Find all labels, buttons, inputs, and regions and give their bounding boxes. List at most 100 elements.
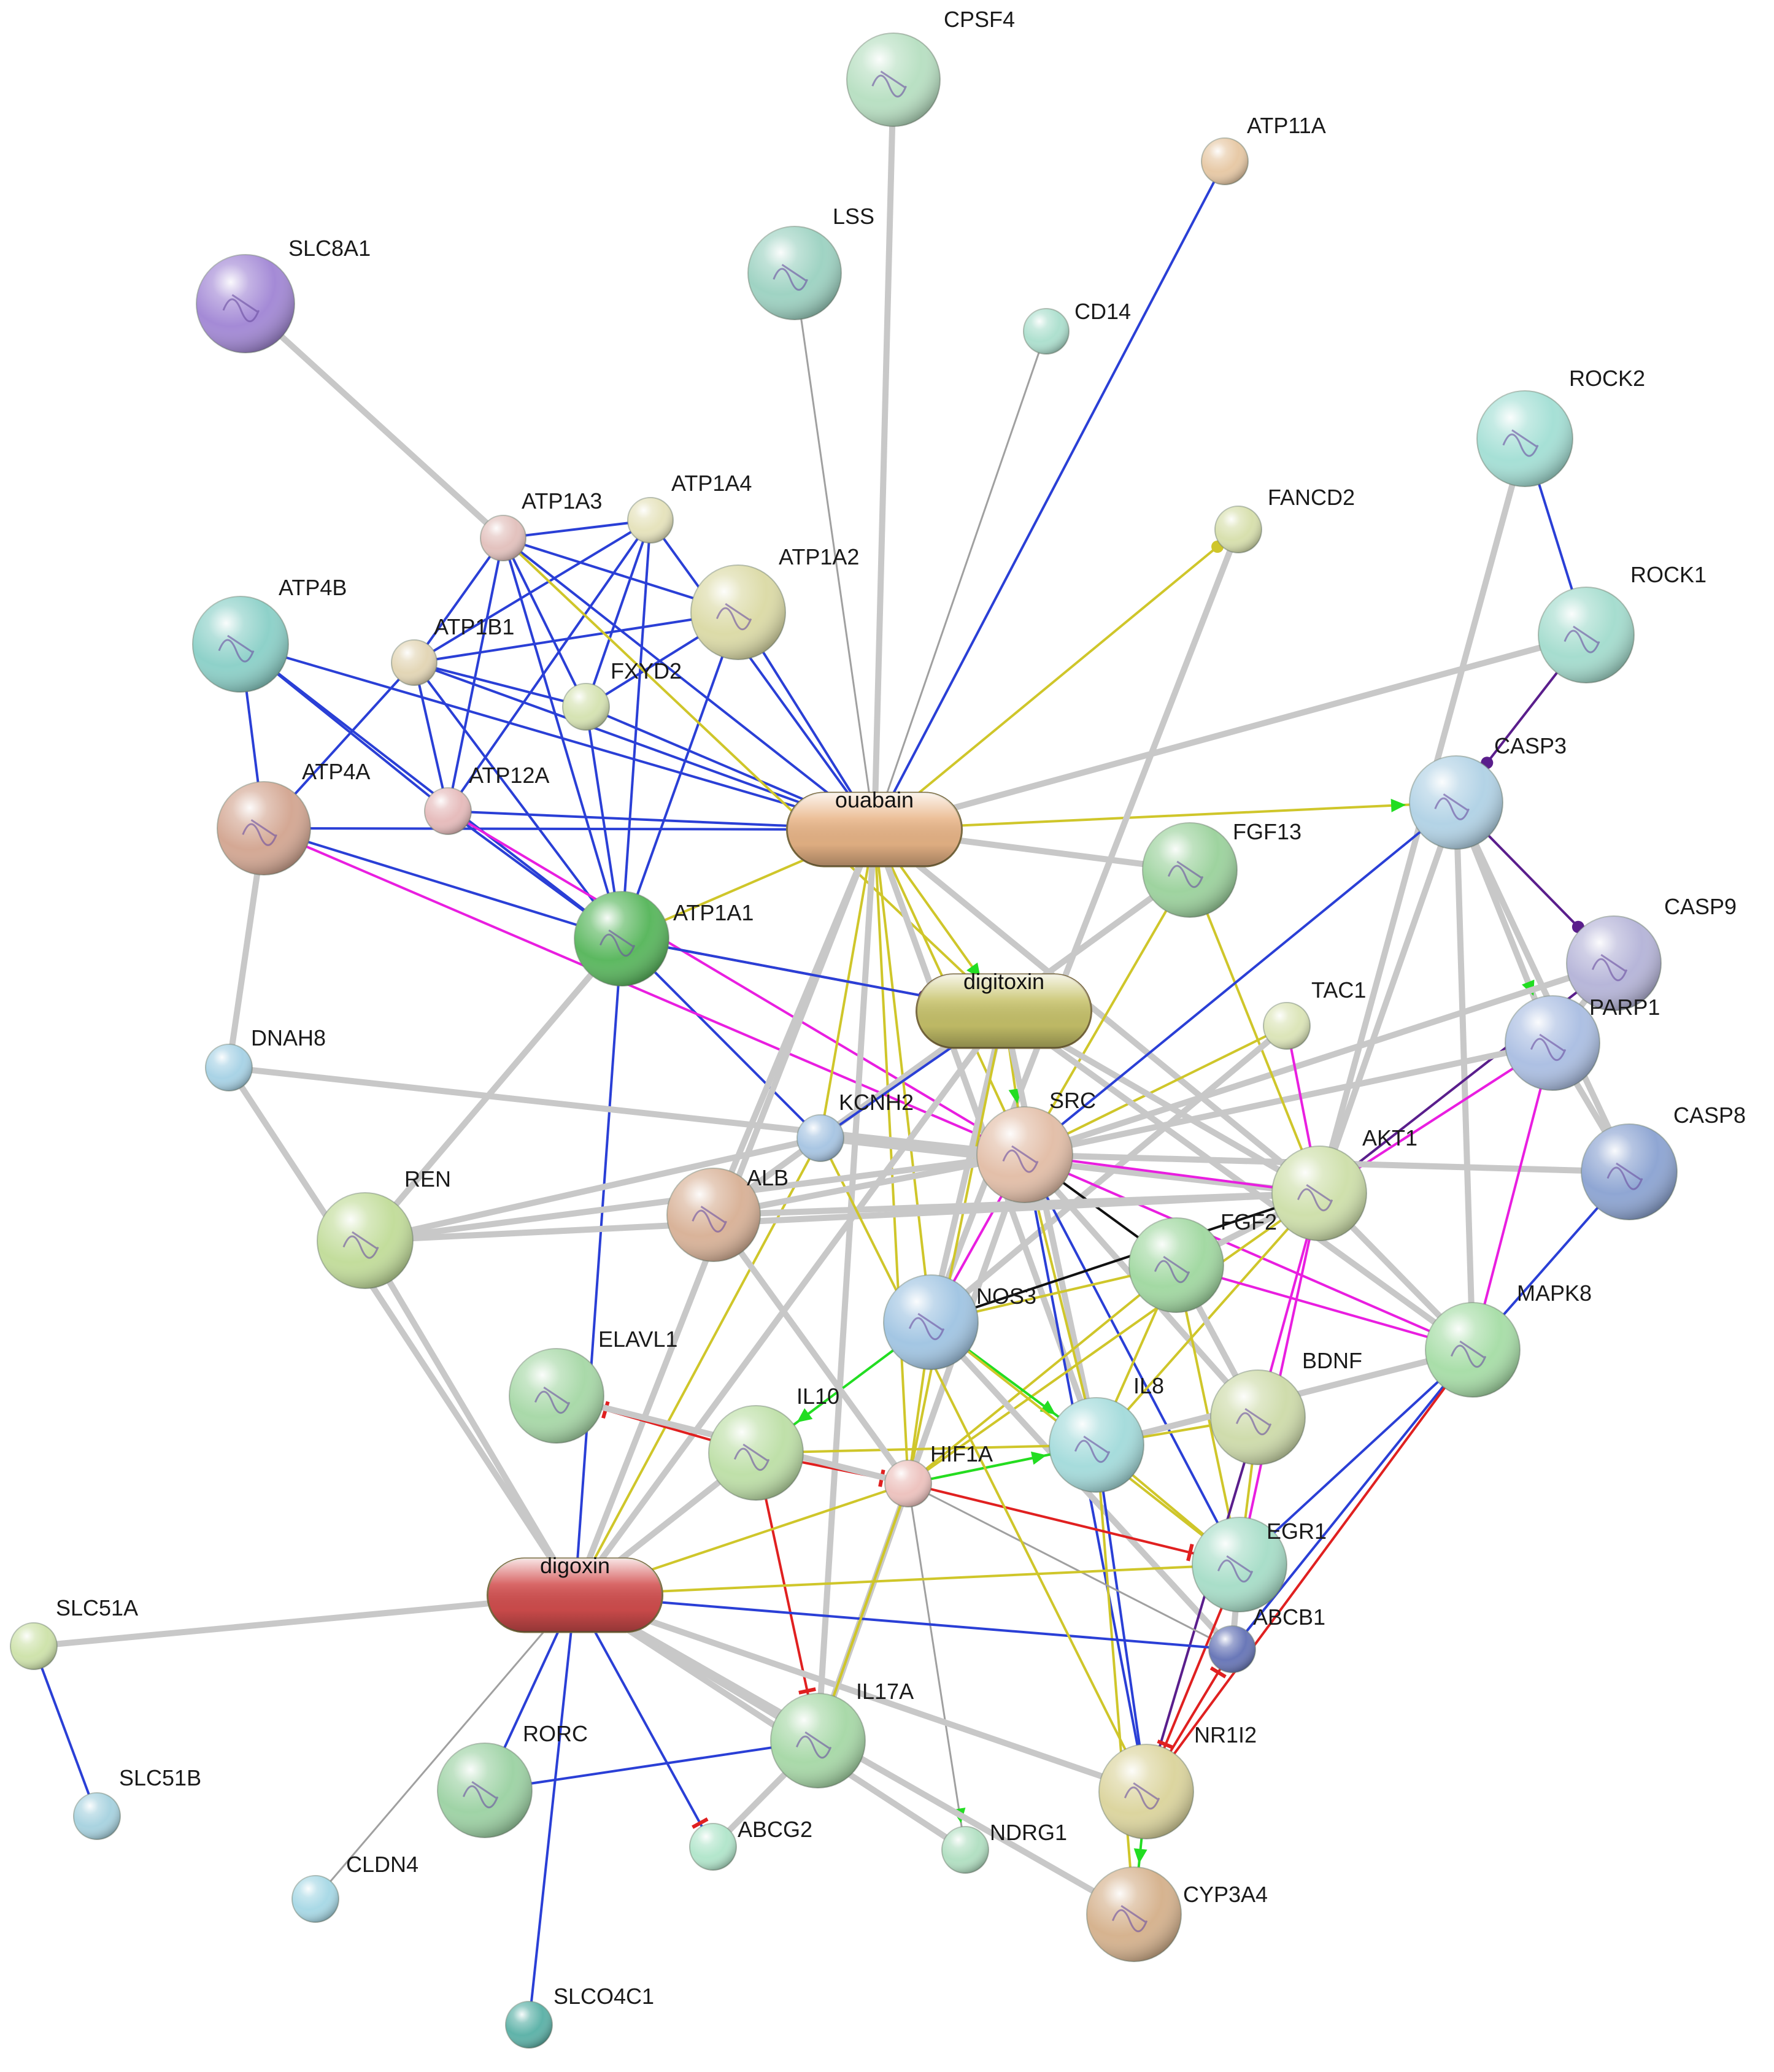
protein-structure-icon bbox=[692, 1206, 727, 1233]
node-cd14[interactable]: CD14 bbox=[1023, 299, 1131, 355]
protein-structure-icon bbox=[1434, 793, 1470, 820]
node-label: CD14 bbox=[1074, 299, 1131, 324]
node-fancd2[interactable]: FANCD2 bbox=[1214, 485, 1355, 553]
edge-ouabain-IL17A bbox=[815, 829, 877, 1741]
node-abcb1[interactable]: ABCB1 bbox=[1208, 1604, 1325, 1673]
protein-structure-icon bbox=[1154, 1255, 1190, 1284]
node-nr1i2[interactable]: NR1I2 bbox=[1098, 1722, 1257, 1839]
edge-IL10-IL8 bbox=[755, 1444, 1097, 1454]
edge-ALB-HIF1A bbox=[711, 1213, 911, 1485]
node-cpsf4[interactable]: CPSF4 bbox=[846, 7, 1015, 127]
edge-HIF1A-NDRG1 bbox=[907, 1483, 966, 1851]
node-ndrg1[interactable]: NDRG1 bbox=[941, 1820, 1067, 1874]
edge-SLC51A-SLC51B bbox=[33, 1646, 98, 1817]
node-label: NDRG1 bbox=[990, 1820, 1067, 1845]
node-gloss bbox=[10, 1623, 57, 1670]
protein-structure-icon bbox=[733, 1443, 770, 1471]
node-fgf13[interactable]: FGF13 bbox=[1142, 819, 1302, 918]
node-slco4c1[interactable]: SLCO4C1 bbox=[505, 1984, 654, 2049]
edge-digoxin-ABCB1 bbox=[574, 1594, 1233, 1650]
edge-MAPK8-NR1I2 bbox=[1145, 1349, 1474, 1793]
node-ouabain[interactable]: ouabain bbox=[786, 787, 963, 868]
edge-ATP4A-ouabain bbox=[263, 827, 875, 831]
node-lss[interactable]: LSS bbox=[747, 204, 874, 320]
edge-DNAH8-SRC bbox=[228, 1065, 1025, 1158]
edge-digoxin-SLC51A bbox=[33, 1592, 576, 1649]
node-kcnh2[interactable]: KCNH2 bbox=[796, 1090, 914, 1162]
edge-ATP1A2-ATP1A1 bbox=[620, 612, 739, 939]
node-il17a[interactable]: IL17A bbox=[770, 1679, 914, 1789]
node-label: CASP9 bbox=[1664, 894, 1737, 919]
node-gloss bbox=[942, 1827, 989, 1873]
node-digitoxin[interactable]: digitoxin bbox=[916, 969, 1092, 1049]
node-label: EGR1 bbox=[1267, 1519, 1327, 1544]
node-label: CYP3A4 bbox=[1183, 1882, 1268, 1907]
node-dnah8[interactable]: DNAH8 bbox=[205, 1025, 326, 1092]
nodes-layer: CPSF4ATP11ALSSCD14SLC8A1ROCK2FANCD2ATP1A… bbox=[10, 7, 1746, 2049]
node-rock1[interactable]: ROCK1 bbox=[1538, 562, 1707, 684]
edge-ATP1A3-ouabain bbox=[502, 537, 876, 831]
node-egr1[interactable]: EGR1 bbox=[1192, 1517, 1327, 1612]
node-label: SLC8A1 bbox=[288, 236, 371, 261]
node-tac1[interactable]: TAC1 bbox=[1263, 977, 1366, 1050]
node-slc51a[interactable]: SLC51A bbox=[10, 1595, 138, 1670]
node-gloss bbox=[391, 640, 437, 685]
node-atp1a2[interactable]: ATP1A2 bbox=[690, 544, 859, 660]
node-digoxin[interactable]: digoxin bbox=[487, 1553, 663, 1633]
node-fxyd2[interactable]: FXYD2 bbox=[562, 658, 682, 731]
node-il8[interactable]: IL8 bbox=[1049, 1373, 1164, 1493]
node-rock2[interactable]: ROCK2 bbox=[1476, 366, 1645, 487]
edge-IL10-IL17A bbox=[755, 1452, 819, 1741]
protein-structure-icon bbox=[1002, 1145, 1039, 1173]
node-cldn4[interactable]: CLDN4 bbox=[291, 1852, 418, 1923]
node-casp8[interactable]: CASP8 bbox=[1581, 1103, 1746, 1220]
node-casp3[interactable]: CASP3 bbox=[1409, 733, 1567, 850]
node-label: IL10 bbox=[796, 1384, 839, 1409]
node-atp1b1[interactable]: ATP1B1 bbox=[391, 614, 514, 686]
node-atp11a[interactable]: ATP11A bbox=[1201, 113, 1326, 185]
edge-HIF1A-EGR1 bbox=[908, 1482, 1240, 1566]
node-slc51b[interactable]: SLC51B bbox=[73, 1765, 201, 1840]
node-src[interactable]: SRC bbox=[976, 1088, 1096, 1203]
node-bdnf[interactable]: BDNF bbox=[1210, 1348, 1362, 1465]
node-fgf2[interactable]: FGF2 bbox=[1128, 1209, 1277, 1313]
node-atp1a4[interactable]: ATP1A4 bbox=[627, 471, 752, 544]
node-akt1[interactable]: AKT1 bbox=[1271, 1125, 1417, 1241]
node-label: SLC51A bbox=[56, 1595, 138, 1620]
protein-structure-icon bbox=[1530, 1033, 1567, 1061]
edge-IL8-CYP3A4 bbox=[1095, 1444, 1135, 1915]
node-atp1a1[interactable]: ATP1A1 bbox=[574, 891, 754, 987]
node-cyp3a4[interactable]: CYP3A4 bbox=[1086, 1866, 1268, 1962]
node-gloss bbox=[74, 1793, 120, 1839]
node-abcg2[interactable]: ABCG2 bbox=[689, 1817, 812, 1871]
protein-structure-icon bbox=[1564, 625, 1600, 653]
node-label: REN bbox=[404, 1166, 451, 1192]
edge-end-arrow bbox=[1390, 798, 1406, 812]
node-atp1a3[interactable]: ATP1A3 bbox=[480, 488, 602, 561]
node-atp12a[interactable]: ATP12A bbox=[424, 763, 549, 835]
node-elavl1[interactable]: ELAVL1 bbox=[509, 1327, 677, 1444]
node-gloss bbox=[885, 1460, 931, 1507]
edge-NR1I2-KCNH2 bbox=[819, 1138, 1147, 1792]
node-nos3[interactable]: NOS3 bbox=[883, 1274, 1036, 1370]
node-mapk8[interactable]: MAPK8 bbox=[1425, 1281, 1592, 1398]
node-atp4a[interactable]: ATP4A bbox=[217, 759, 370, 876]
node-parp1[interactable]: PARP1 bbox=[1505, 995, 1660, 1091]
edge-ouabain-HIF1A bbox=[873, 829, 909, 1484]
edge-end-tee bbox=[1157, 1739, 1174, 1750]
protein-structure-icon bbox=[1074, 1435, 1111, 1463]
compound-gloss bbox=[787, 793, 962, 866]
node-hif1a[interactable]: HIF1A bbox=[884, 1441, 993, 1508]
node-atp4b[interactable]: ATP4B bbox=[192, 575, 347, 693]
node-alb[interactable]: ALB bbox=[666, 1165, 789, 1262]
edge-end-tee bbox=[692, 1817, 709, 1829]
node-slc8a1[interactable]: SLC8A1 bbox=[196, 236, 371, 353]
node-casp9[interactable]: CASP9 bbox=[1566, 894, 1737, 1011]
node-label: DNAH8 bbox=[251, 1025, 326, 1050]
protein-structure-icon bbox=[1167, 860, 1204, 888]
edge-CASP9-SRC bbox=[1024, 960, 1615, 1158]
node-rorc[interactable]: RORC bbox=[437, 1721, 588, 1838]
node-il10[interactable]: IL10 bbox=[708, 1384, 839, 1501]
node-ren[interactable]: REN bbox=[317, 1166, 451, 1289]
edge-ALB-SRC bbox=[713, 1152, 1025, 1218]
